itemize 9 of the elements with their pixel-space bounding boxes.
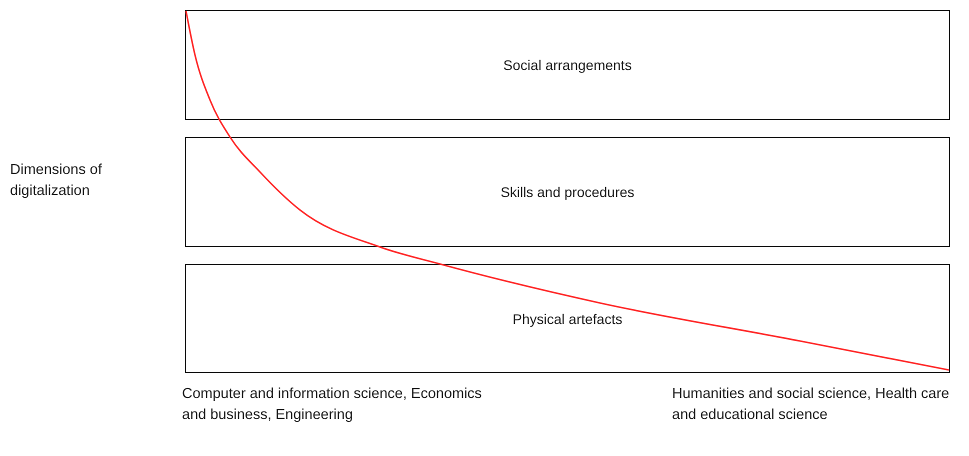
dimension-band — [185, 264, 950, 373]
band-label: Skills and procedures — [500, 184, 634, 200]
field-label: Humanities and social science, Health care and educational science — [672, 385, 950, 426]
axis-label: Dimensions of digitalization — [10, 161, 103, 202]
band-label: Social arrangements — [503, 57, 632, 73]
dimension-band — [185, 137, 950, 247]
band-label: Physical artefacts — [512, 310, 622, 326]
field-label: Computer and information science, Economics and business, Engineering — [182, 385, 482, 426]
dimension-band — [185, 10, 950, 120]
